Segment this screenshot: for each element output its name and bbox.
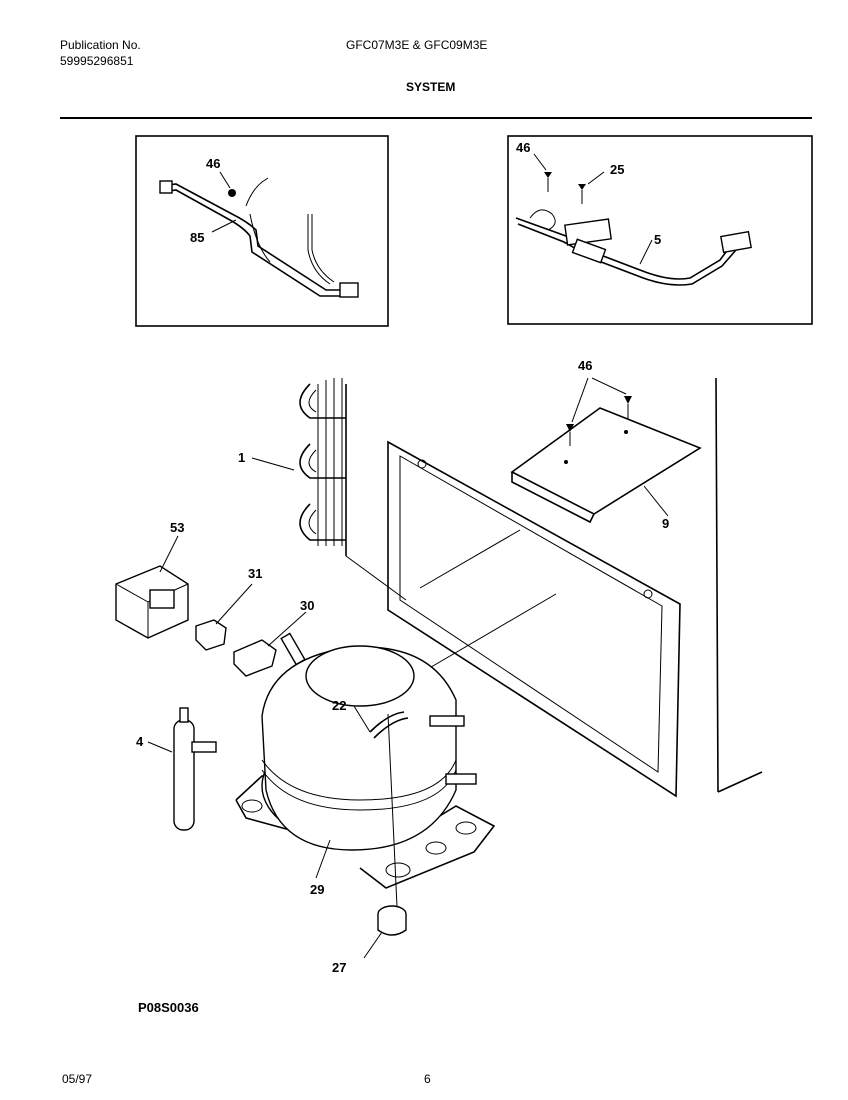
callout-22-wire: 22: [332, 698, 346, 713]
callout-85-wiring-harness: 85: [190, 230, 204, 245]
condenser-coil: [251, 378, 346, 546]
callout-29-compressor: 29: [310, 882, 324, 897]
callout-30-relay: 30: [300, 598, 314, 613]
inset-wiring-harness: [135, 135, 389, 327]
callout-5-heater-wire: 5: [654, 232, 661, 247]
cabinet-outline: [345, 377, 763, 793]
callout-31-overload: 31: [248, 566, 262, 581]
drain-plate: [510, 377, 702, 524]
callout-27-grommet: 27: [332, 960, 346, 975]
drawing-id: P08S0036: [138, 1000, 199, 1015]
filter-drier: [147, 707, 217, 831]
publication-number: 59995296851: [60, 54, 134, 68]
model-number: GFC07M3E & GFC09M3E: [346, 38, 488, 52]
section-title: SYSTEM: [406, 80, 456, 94]
compressor: [235, 632, 496, 929]
footer-date: 05/97: [62, 1072, 93, 1086]
cabinet-opening: [387, 440, 681, 798]
publication-label: Publication No.: [60, 38, 141, 52]
callout-46-heater-screw: 46: [516, 140, 530, 155]
grommet: [363, 905, 407, 959]
callout-1-condenser: 1: [238, 450, 245, 465]
page-number: 6: [424, 1072, 431, 1086]
callout-9-drain-plate: 9: [662, 516, 669, 531]
relay-cover: [115, 535, 189, 639]
overload-and-relay: [195, 583, 307, 677]
callout-53-relay-cover: 53: [170, 520, 184, 535]
callout-4-drier: 4: [136, 734, 144, 749]
callout-25-screw: 25: [610, 162, 624, 177]
callout-46-harness-screw: 46: [206, 156, 220, 171]
inset-heater-wire: [507, 135, 813, 325]
callout-46-plate-screw: 46: [578, 358, 592, 373]
